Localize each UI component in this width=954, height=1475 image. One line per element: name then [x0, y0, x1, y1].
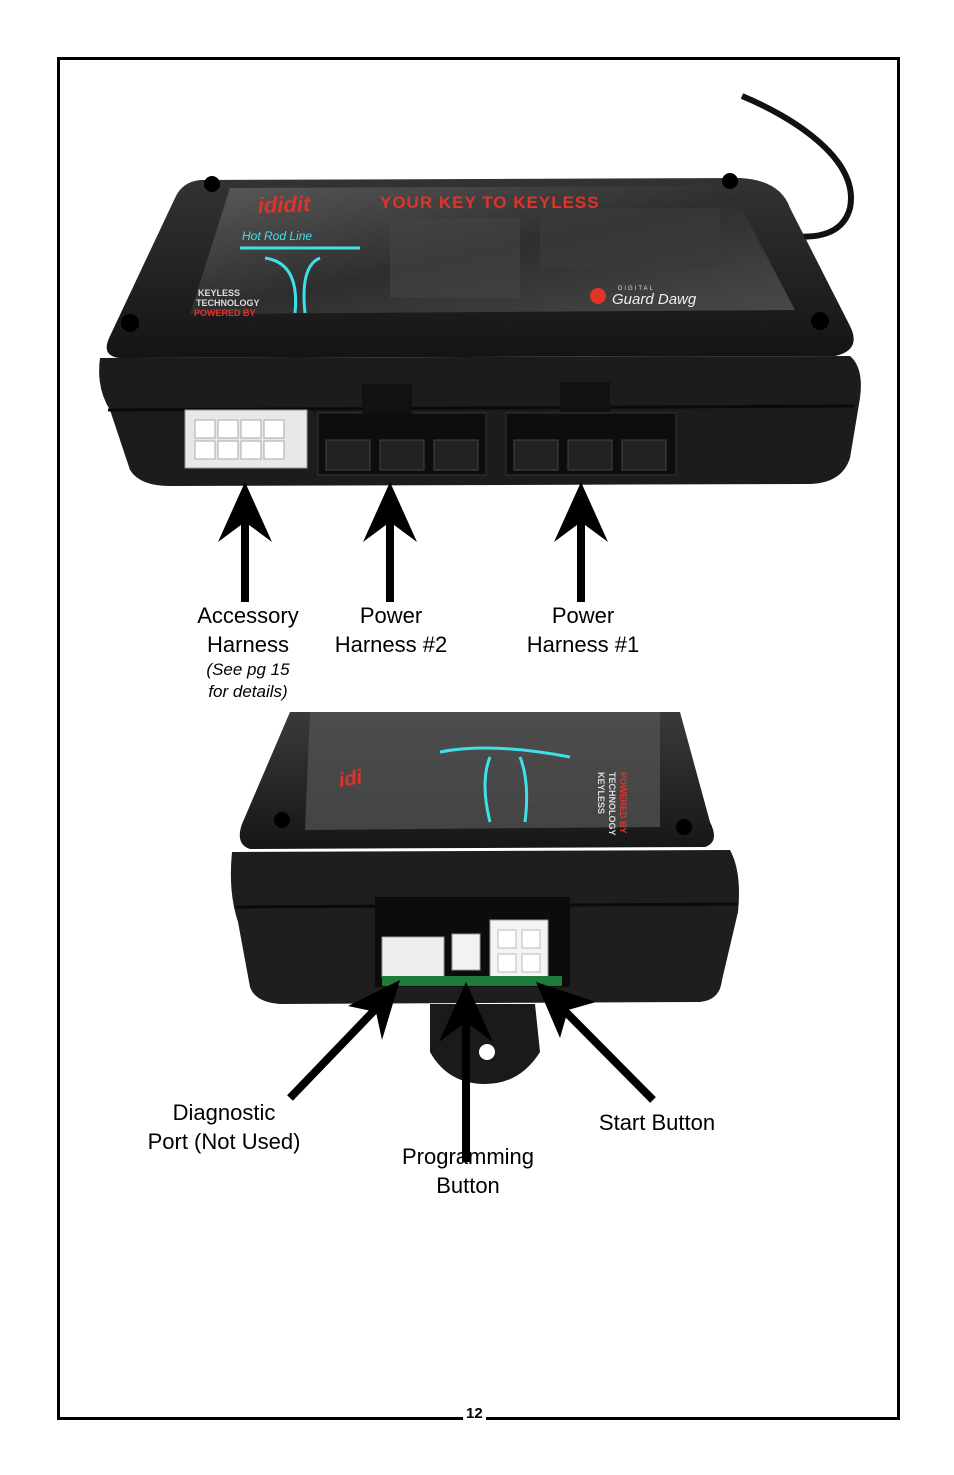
keyless-text: KEYLESS: [198, 288, 240, 298]
power2-label-line2: Harness #2: [334, 632, 448, 657]
diagnostic-label-line2: Port (Not Used): [147, 1129, 301, 1154]
side-powered-by-text: POWERED BY: [618, 772, 628, 834]
maker-text: Guard Dawg: [612, 291, 697, 308]
side-keyless-text: KEYLESS: [596, 772, 606, 814]
paw-logo-icon: [590, 288, 606, 304]
programming-label-line2: Button: [436, 1173, 500, 1198]
bottom-arrows: [287, 980, 656, 1162]
brand-logo: ididit: [257, 191, 312, 218]
sub-logo-text: Hot Rod Line: [242, 229, 312, 243]
start-button-label: Start Button: [582, 1108, 732, 1137]
side-technology-text: TECHNOLOGY: [607, 772, 617, 836]
diagnostic-label-line1: Diagnostic: [172, 1100, 276, 1125]
powered-by-text: POWERED BY: [194, 308, 256, 318]
diagonal-arrow-icon: [287, 980, 400, 1101]
accessory-label-line2: Harness: [207, 632, 289, 657]
programming-button-label: Programming Button: [388, 1142, 548, 1200]
power-harness-2-label: Power Harness #2: [316, 601, 466, 659]
diagnostic-port-label: Diagnostic Port (Not Used): [134, 1098, 314, 1156]
accessory-label-line1: Accessory: [197, 603, 299, 628]
accessory-harness-label: Accessory Harness (See pg 15 for details…: [178, 601, 318, 703]
svg-text:idi: idi: [337, 766, 364, 792]
start-label-text: Start Button: [598, 1110, 716, 1135]
arrow-up-icon: [218, 482, 272, 602]
page-number: 12: [463, 1405, 486, 1422]
power1-label-line1: Power: [551, 603, 615, 628]
accessory-note-line1: (See pg 15: [206, 660, 290, 679]
slogan-text: YOUR KEY TO KEYLESS: [380, 193, 600, 212]
arrow-up-icon: [363, 482, 417, 602]
accessory-note-line2: for details): [208, 682, 288, 701]
module-front-photo: ididit YOUR KEY TO KEYLESS Hot Rod Line …: [99, 93, 861, 486]
arrow-up-icon: [439, 982, 493, 1162]
power-harness-1-label: Power Harness #1: [508, 601, 658, 659]
power2-label-line1: Power: [359, 603, 423, 628]
power1-label-line2: Harness #1: [526, 632, 640, 657]
diagonal-arrow-icon: [536, 982, 656, 1103]
programming-label-line1: Programming: [401, 1144, 535, 1169]
arrow-up-icon: [554, 482, 608, 602]
module-side-photo: idi KEYLESS TECHNOLOGY POWERED BY: [230, 712, 739, 1084]
digital-text: DIGITAL: [618, 286, 655, 292]
top-arrows: [218, 482, 608, 602]
technology-text: TECHNOLOGY: [196, 298, 260, 308]
